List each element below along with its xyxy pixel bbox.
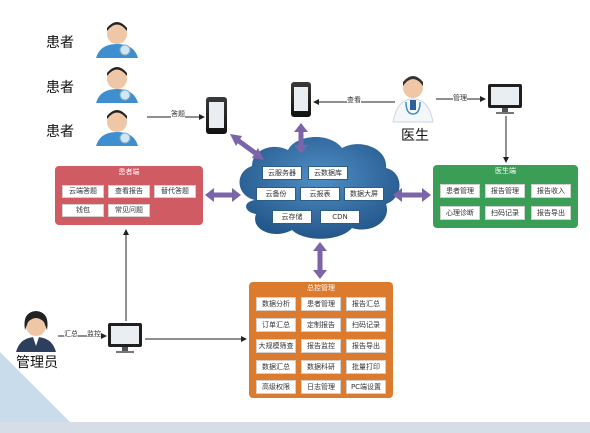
control-panel-title: 总控管理 bbox=[307, 284, 335, 292]
cloud-service-cell: 云备份 bbox=[256, 187, 296, 201]
cloud-service-cell: 云数据库 bbox=[308, 166, 348, 180]
patient-label: 患者 bbox=[46, 124, 74, 140]
link-cloud-doctorpanel-arrow bbox=[393, 188, 431, 202]
control-feature-cell: 数据分析 bbox=[256, 297, 296, 311]
control-feature-cell: 批量打印 bbox=[346, 360, 386, 374]
doctor-feature-cell: 报告收入 bbox=[531, 184, 571, 198]
control-feature-cell: 数据科研 bbox=[301, 360, 341, 374]
control-feature-cell: PC端设置 bbox=[346, 380, 386, 394]
control-feature-cell: 报告导出 bbox=[346, 339, 386, 353]
edge-label-summary: 汇总 bbox=[64, 330, 78, 338]
edge-label-view: 查看 bbox=[347, 96, 361, 104]
patient-avatar-icon bbox=[96, 22, 138, 58]
cloud-service-cell: 云存储 bbox=[272, 210, 312, 224]
control-feature-cell: 日志管理 bbox=[301, 380, 341, 394]
cloud-service-cell: CDN bbox=[320, 210, 360, 224]
control-feature-cell: 订单汇总 bbox=[256, 318, 296, 332]
patient-feature-cell: 查看报告 bbox=[108, 185, 150, 198]
control-feature-cell: 大规模筛查 bbox=[256, 339, 296, 353]
doctor-app-panel: 医生端 患者管理 报告管理 报告收入 心理诊断 扫码记录 报告导出 bbox=[433, 165, 578, 228]
patient-label: 患者 bbox=[46, 35, 74, 51]
patient-avatar-icon bbox=[96, 67, 138, 103]
doctor-feature-cell: 患者管理 bbox=[440, 184, 480, 198]
cloud-service-cell: 云服务器 bbox=[262, 166, 302, 180]
doctor-panel-title: 医生端 bbox=[495, 167, 516, 175]
doctor-label: 医生 bbox=[401, 128, 429, 144]
control-feature-cell: 数据汇总 bbox=[256, 360, 296, 374]
patient-app-panel: 患者端 云端答题 查看报告 替代答题 钱包 常见问题 bbox=[55, 166, 203, 225]
patient-feature-cell: 钱包 bbox=[62, 204, 104, 217]
patient-feature-cell: 常见问题 bbox=[108, 204, 150, 217]
patient-avatar-icon bbox=[96, 110, 138, 146]
edge-label-answer: 答题 bbox=[171, 110, 185, 118]
link-patientpanel-cloud-arrow bbox=[205, 188, 241, 202]
control-feature-cell: 报告监控 bbox=[301, 339, 341, 353]
admin-monitor-icon bbox=[108, 323, 142, 353]
link-cloud-control-arrow bbox=[313, 242, 327, 279]
edge-label-monitor: 监控 bbox=[87, 330, 101, 338]
patient-phone-icon bbox=[206, 97, 227, 134]
admin-avatar-icon bbox=[16, 311, 56, 352]
patient-feature-cell: 云端答题 bbox=[62, 185, 104, 198]
control-feature-cell: 报告汇总 bbox=[346, 297, 386, 311]
control-feature-cell: 扫码记录 bbox=[346, 318, 386, 332]
link-doctorphone-cloud-arrow bbox=[294, 123, 308, 154]
control-management-panel: 总控管理 数据分析 患者管理 报告汇总 订单汇总 定制报告 扫码记录 大规模筛查… bbox=[249, 282, 393, 398]
doctor-feature-cell: 报告管理 bbox=[485, 184, 525, 198]
doctor-phone-icon bbox=[291, 82, 311, 117]
bottom-strip bbox=[0, 422, 590, 433]
link-patientphone-cloud-arrow bbox=[230, 134, 264, 160]
cloud-service-cell: 数据大屏 bbox=[344, 187, 384, 201]
doctor-feature-cell: 报告导出 bbox=[531, 206, 571, 220]
doctor-monitor-icon bbox=[488, 84, 522, 114]
doctor-avatar-icon bbox=[392, 76, 434, 123]
cloud-service-cell: 云报表 bbox=[300, 187, 340, 201]
patient-label: 患者 bbox=[46, 80, 74, 96]
control-feature-cell: 患者管理 bbox=[301, 297, 341, 311]
edge-label-manage: 管理 bbox=[453, 94, 467, 102]
corner-decoration bbox=[0, 352, 70, 422]
doctor-feature-cell: 心理诊断 bbox=[440, 206, 480, 220]
control-feature-cell: 定制报告 bbox=[301, 318, 341, 332]
doctor-feature-cell: 扫码记录 bbox=[485, 206, 525, 220]
control-feature-cell: 高级权限 bbox=[256, 380, 296, 394]
patient-feature-cell: 替代答题 bbox=[154, 185, 196, 198]
patient-panel-title: 患者端 bbox=[118, 168, 140, 176]
